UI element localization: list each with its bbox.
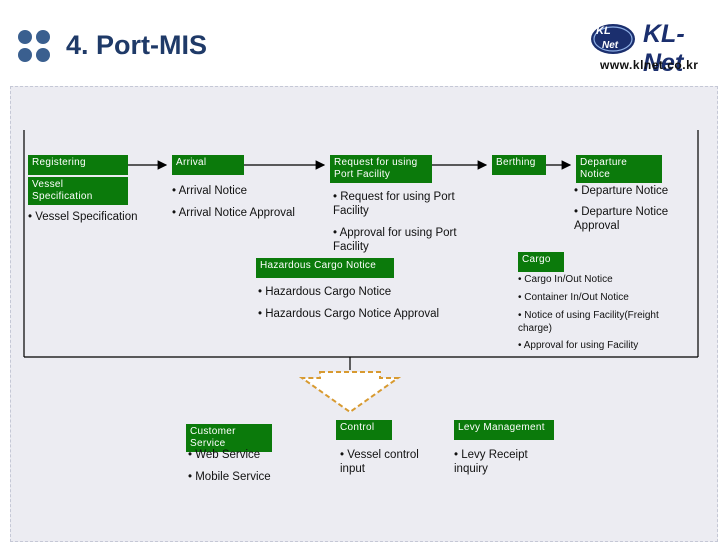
cargo-item: • Notice of using Facility(Freight charg… [518, 310, 659, 334]
registering-item: • Vessel Specification [28, 211, 138, 223]
logo-text: KL-Net [643, 20, 685, 77]
facility-item: • Approval for using Port Facility [333, 227, 457, 253]
cargo-item: • Cargo In/Out Notice [518, 274, 613, 285]
registering-box: Registering [28, 155, 128, 175]
cargo-box: Cargo [518, 252, 564, 272]
vessel-spec-box: Vessel Specification [28, 177, 128, 205]
control-item: • Vessel control input [340, 449, 419, 475]
hazardous-item: • Hazardous Cargo Notice Approval [258, 308, 440, 320]
facility-box: Request for using Port Facility [330, 155, 432, 183]
down-arrow-icon [298, 371, 402, 414]
hazardous-item: • Hazardous Cargo Notice [258, 286, 392, 298]
departure-box: Departure Notice [576, 155, 662, 183]
arrival-box: Arrival [172, 155, 244, 175]
customer-service-box: Customer Service [186, 424, 272, 452]
customer-item: • Web Service [188, 449, 261, 461]
facility-item: • Request for using Port Facility [333, 191, 455, 217]
control-box: Control [336, 420, 392, 440]
hazardous-box: Hazardous Cargo Notice [256, 258, 394, 278]
departure-item: • Departure Notice [574, 185, 669, 197]
site-url[interactable]: www.klnet.co.kr [600, 58, 699, 72]
berthing-box: Berthing [492, 155, 546, 175]
klnet-logo-icon: KL Net [588, 18, 638, 58]
logo-mark-bottom: Net [602, 40, 619, 51]
arrival-item: • Arrival Notice Approval [172, 207, 295, 219]
levy-box: Levy Management [454, 420, 554, 440]
logo-mark-top: KL [596, 25, 611, 37]
departure-item: • Departure Notice Approval [574, 206, 669, 232]
cargo-item: • Container In/Out Notice [518, 292, 629, 303]
levy-item: • Levy Receipt inquiry [454, 449, 528, 475]
page-title: 4. Port-MIS [66, 30, 208, 60]
customer-item: • Mobile Service [188, 471, 271, 483]
cargo-item: • Approval for using Facility [518, 340, 639, 351]
title-dots-icon [18, 30, 52, 64]
arrival-item: • Arrival Notice [172, 185, 247, 197]
header: 4. Port-MIS KL Net KL-Net www.klnet.co.k… [0, 0, 720, 80]
